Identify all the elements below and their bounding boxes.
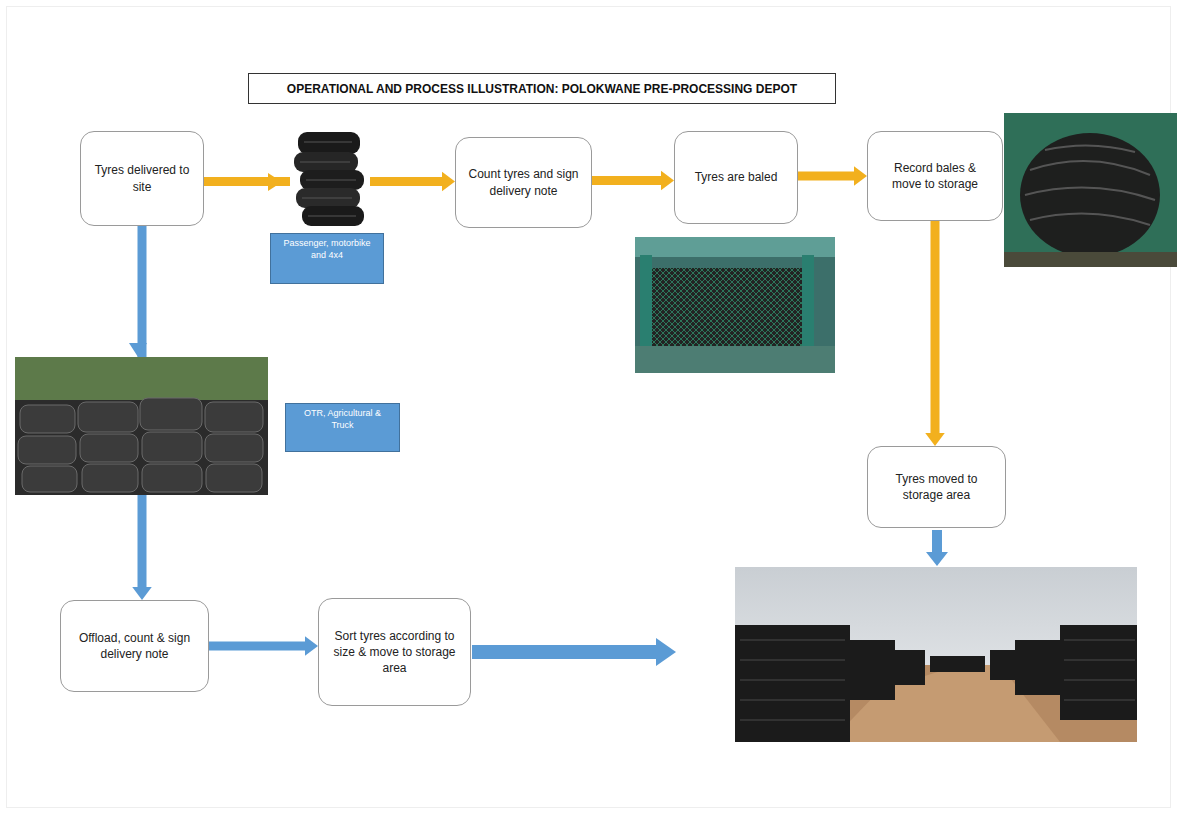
arrow-head — [854, 166, 867, 186]
arrow-head — [132, 587, 152, 600]
process-box: Offload, count & sign delivery note — [60, 600, 209, 692]
tyre-pile-photo — [15, 357, 268, 495]
node-text: OTR, Agricultural & Truck — [292, 408, 393, 431]
arrow-shaft — [209, 642, 305, 651]
process-box: Sort tyres according to size & move to s… — [318, 598, 471, 706]
arrow-head — [129, 343, 147, 357]
baler-photo — [635, 237, 835, 373]
arrow-head — [925, 433, 945, 446]
flow-arrow — [592, 171, 674, 191]
process-box: Record bales & move to storage — [867, 131, 1003, 221]
process-box: Tyres are baled — [674, 131, 798, 224]
flow-arrow — [925, 221, 945, 446]
node-text: Offload, count & sign delivery note — [71, 630, 198, 662]
flow-arrow — [926, 530, 948, 566]
process-box: Count tyres and sign delivery note — [455, 137, 592, 228]
node-text: Sort tyres according to size & move to s… — [329, 628, 460, 677]
node-text: Tyres moved to storage area — [878, 471, 995, 503]
node-text: Count tyres and sign delivery note — [466, 166, 581, 198]
arrow-shaft — [798, 172, 854, 181]
arrow-head — [442, 172, 455, 192]
arrow-head — [305, 636, 318, 656]
node-text: Passenger, motorbike and 4x4 — [277, 238, 377, 261]
flow-arrow — [209, 636, 318, 656]
node-text: Record bales & move to storage — [878, 160, 992, 192]
arrow-shaft — [931, 221, 940, 433]
diagram-title: OPERATIONAL AND PROCESS ILLUSTRATION: PO… — [248, 73, 836, 104]
bale-photo — [1004, 113, 1177, 267]
flow-arrow — [472, 638, 676, 666]
arrow-head — [268, 173, 282, 191]
node-text: Tyres are baled — [695, 169, 778, 185]
process-box: Tyres delivered to site — [80, 131, 204, 226]
storage-yard-photo — [735, 567, 1137, 742]
node-text: Tyres delivered to site — [91, 162, 193, 194]
flow-arrow — [798, 166, 867, 186]
tyre-stack-photo — [290, 127, 370, 228]
category-tag: Passenger, motorbike and 4x4 — [270, 233, 384, 284]
arrow-head — [661, 171, 674, 191]
title-text: OPERATIONAL AND PROCESS ILLUSTRATION: PO… — [287, 82, 797, 96]
category-tag: OTR, Agricultural & Truck — [285, 403, 400, 452]
process-box: Tyres moved to storage area — [867, 446, 1006, 528]
arrow-shaft — [592, 176, 661, 185]
